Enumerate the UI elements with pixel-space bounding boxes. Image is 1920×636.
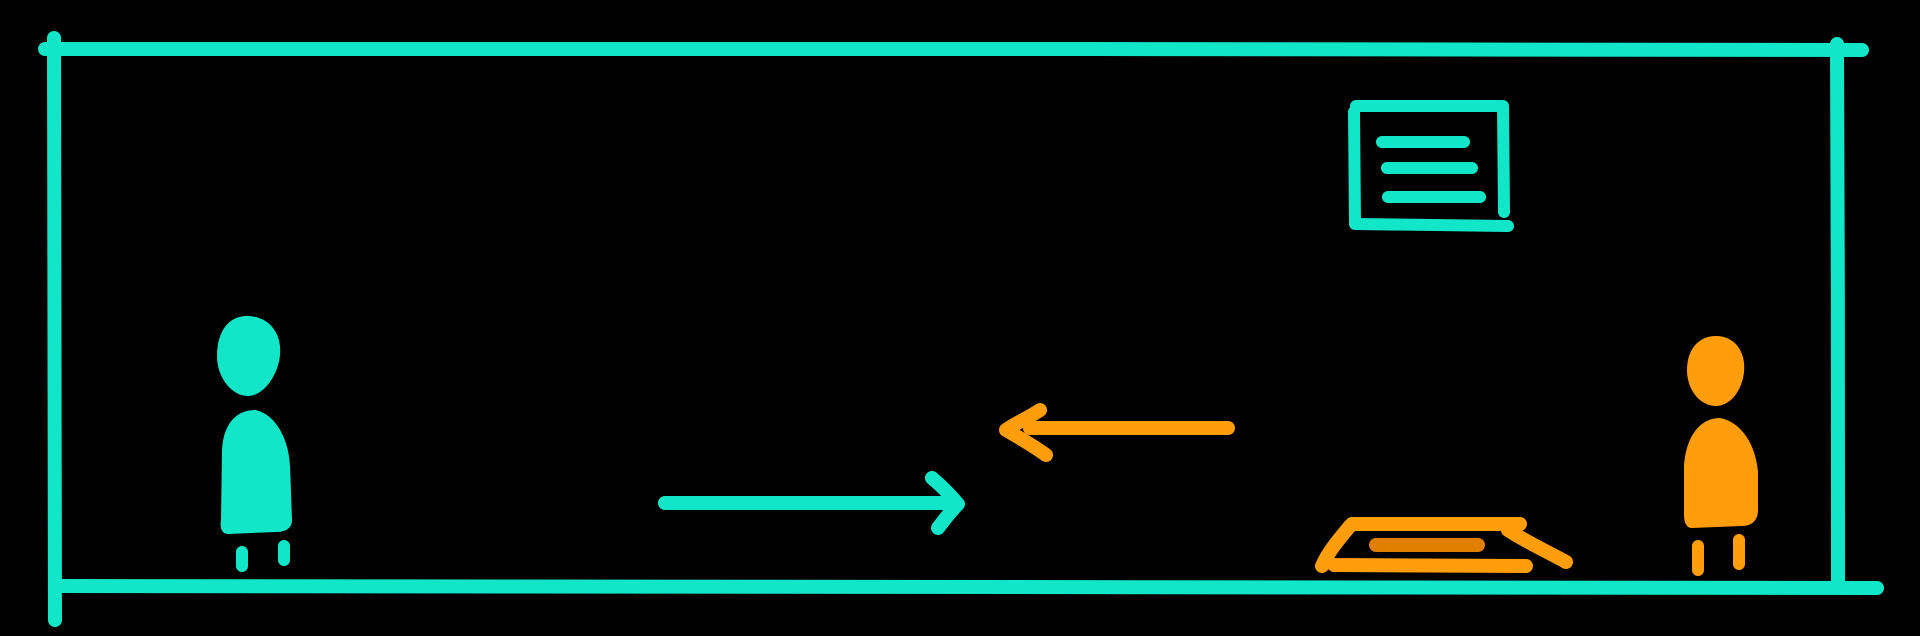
person-leg-right <box>1733 534 1745 570</box>
arrow-left <box>999 403 1235 462</box>
person-leg-left <box>1692 540 1704 576</box>
frame-left-line <box>46 31 62 627</box>
person-leg-right <box>278 540 290 566</box>
person-icon-left <box>217 316 292 572</box>
person-body <box>1684 418 1758 528</box>
document-icon <box>1348 100 1514 232</box>
frame-top-line <box>38 41 1869 57</box>
arrow-right <box>658 471 965 535</box>
arrow-right-head <box>925 471 965 535</box>
person-body <box>220 410 292 534</box>
room-frame <box>38 31 1884 627</box>
tray-icon <box>1315 517 1573 573</box>
person-icon-right <box>1684 336 1758 576</box>
frame-right-line <box>1830 37 1845 591</box>
person-head <box>1687 336 1745 406</box>
person-head <box>217 316 281 396</box>
frame-bottom-line <box>53 579 1884 595</box>
tray-base <box>1315 519 1573 573</box>
person-leg-left <box>236 546 248 572</box>
arrow-left-head <box>999 403 1053 462</box>
document-outline <box>1348 100 1514 232</box>
